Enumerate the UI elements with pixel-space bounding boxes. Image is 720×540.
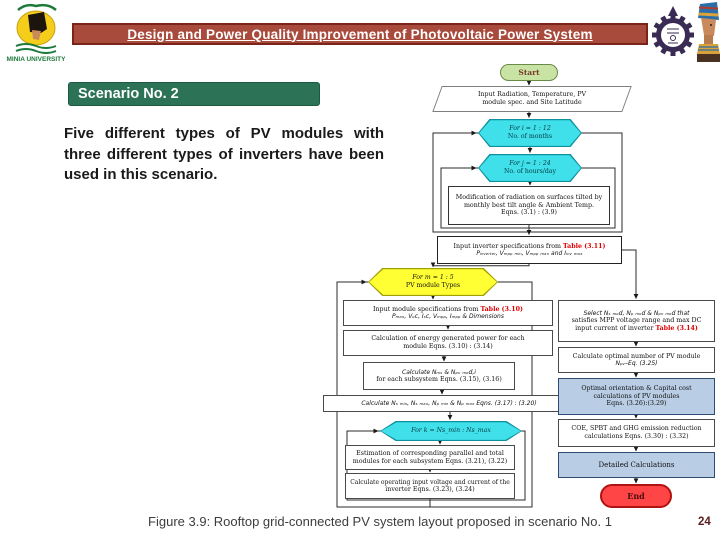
hexagon-fill	[369, 269, 497, 295]
formula-line: Select Nₛ ₘₒd, Nₚ ₘₒd & Nₚᵥ ₘₒd that	[583, 309, 690, 317]
neck	[704, 35, 713, 44]
text-line: satisfies MPP voltage range and max DC	[571, 317, 702, 325]
text-line: Eqns. (3.26):(3.29)	[606, 400, 667, 408]
text-line: Modification of radiation on surfaces ti…	[455, 194, 603, 202]
collar	[697, 44, 720, 54]
text-line: Eqns. (3.1) : (3.9)	[501, 209, 557, 217]
flowchart-node-end: End	[600, 484, 672, 508]
flowchart-node-calc-optimal: Calculate optimal number of PV module Nₚ…	[558, 347, 715, 373]
flowchart: Start Input Radiation, Temperature, PV m…	[320, 60, 720, 515]
flowchart-node-input-radiation: Input Radiation, Temperature, PV module …	[432, 86, 632, 112]
text-line: Optimal orientation & Capital cost	[581, 385, 692, 393]
formula-line: Calculate Nₛ ₘᵢₙ, Nₛ ₘₐₓ, Nₚ ₘᵢₙ & Nₚ ₘₐ…	[361, 399, 537, 407]
flowchart-loop-for-m: For m = 1 : 5 PV module Types	[368, 268, 498, 296]
text-line: Input Radiation, Temperature, PV	[477, 91, 587, 99]
text-line: input current of inverter Table (3.14)	[575, 325, 698, 333]
hexagon-fill	[479, 155, 581, 181]
text-line: For i = 1 : 12	[509, 125, 551, 133]
text-line: Estimation of corresponding parallel and…	[356, 449, 504, 457]
flowchart-node-calc-n: Calculate Nₘₛ & Nₚᵥ ₘₒd,i for each subsy…	[363, 362, 515, 390]
arabic-calligraphy	[17, 3, 57, 11]
text-line: For m = 1 : 5	[412, 274, 454, 282]
faculty-gear-logo-icon	[652, 6, 694, 56]
text-line: For j = 1 : 24	[509, 160, 551, 168]
text-line: modules for each subsystem Eqns. (3.21),…	[352, 457, 508, 465]
text-fragment: input current of inverter	[575, 324, 656, 332]
text-fragment: Input inverter specifications from	[453, 242, 564, 250]
flowchart-node-calc-operating: Calculate operating input voltage and cu…	[345, 473, 515, 499]
text-line: monthly best tilt angle & Ambient Temp.	[463, 201, 595, 209]
hexagon-fill	[381, 422, 521, 440]
flowchart-node-modification: Modification of radiation on surfaces ti…	[448, 186, 610, 225]
formula-line: Pᵢₙᵥₑᵣₜₑᵣ, Vₘₚₚ ₘᵢₙ, Vₘₚₚ ₘₐₓ and Iᵢₙᵥ ₘ…	[476, 250, 583, 258]
flowchart-node-estimation: Estimation of corresponding parallel and…	[345, 445, 515, 470]
title-bar: Design and Power Quality Improvement of …	[72, 23, 648, 45]
text-line: No. of months	[507, 133, 553, 140]
page-number: 24	[698, 516, 711, 528]
flowchart-loop-for-i: For i = 1 : 12 No. of months	[478, 119, 582, 147]
text-line: For k = Ns_min : Ns_max	[411, 427, 491, 435]
table-ref: Table (3.11)	[563, 242, 606, 250]
wave-line	[15, 43, 57, 49]
nefertiti-crown-silhouette	[28, 12, 47, 33]
flowchart-node-select-n: Select Nₛ ₘₒd, Nₚ ₘₒd & Nₚᵥ ₘₒd that sat…	[558, 300, 715, 342]
text-line: for each subsystem Eqns. (3.15), (3.16)	[376, 375, 502, 383]
face	[701, 18, 716, 36]
flowchart-node-detailed: Detailed Calculations	[558, 452, 715, 478]
text-line: Detailed Calculations	[598, 460, 675, 469]
gear-top-point	[668, 6, 678, 16]
flowchart-node-inverter-spec: Input inverter specifications from Table…	[437, 236, 622, 264]
nefertiti-bust-image	[694, 2, 720, 62]
node-label: End	[627, 491, 645, 501]
table-ref: Table (3.14)	[655, 324, 698, 332]
bust-base	[697, 54, 720, 62]
flowchart-node-calc-minmax: Calculate Nₛ ₘᵢₙ, Nₛ ₘₐₓ, Nₚ ₘᵢₙ & Nₚ ₘₐ…	[323, 395, 575, 412]
hieroglyph-marks	[667, 28, 679, 44]
text-line: Calculate operating input voltage and cu…	[350, 478, 510, 486]
flowchart-node-start: Start	[500, 64, 558, 81]
formula-line: Pₘₐₓ, Vₒc, Iₛc, Vₘₚₚ, Iₘₚₚ & Dimensions	[392, 313, 504, 321]
page-title: Design and Power Quality Improvement of …	[127, 26, 593, 42]
formula-line: Nₚᵥ–Eq. (3.25)	[615, 360, 658, 368]
text-line: Input inverter specifications from Table…	[454, 243, 606, 251]
scenario-badge: Scenario No. 2	[68, 82, 320, 106]
text-line: Calculate optimal number of PV module	[572, 352, 701, 360]
node-label: Start	[518, 68, 540, 77]
flowchart-node-optimal-orientation: Optimal orientation & Capital cost calcu…	[558, 378, 715, 415]
flowchart-node-calc-energy: Calculation of energy generated power fo…	[343, 330, 553, 356]
text-fragment: Input module specifications from	[373, 305, 481, 313]
flowchart-loop-for-j: For j = 1 : 24 No. of hours/day	[478, 154, 582, 182]
minia-university-logo: MINIA UNIVERSITY	[7, 3, 67, 63]
logo-caption: MINIA UNIVERSITY	[7, 56, 67, 63]
figure-caption: Figure 3.9: Rooftop grid-connected PV sy…	[148, 514, 612, 529]
crown	[698, 2, 719, 20]
text-line: module spec. and Site Latitude	[482, 99, 582, 106]
text-line: COE, SPBT and GHG emission reduction	[571, 425, 702, 433]
formula-line: Calculate Nₘₛ & Nₚᵥ ₘₒd,i	[402, 368, 476, 376]
wave-line	[15, 48, 57, 54]
text-line: PV module Types	[405, 282, 461, 289]
hexagon-fill	[479, 120, 581, 146]
text-line: calculations Eqns. (3.30) : (3.32)	[584, 433, 689, 440]
text-line: inverter Eqns. (3.23), (3.24)	[385, 485, 475, 493]
text-line: No. of hours/day	[503, 168, 556, 175]
flowchart-node-coe: COE, SPBT and GHG emission reduction cal…	[558, 419, 715, 447]
flowchart-node-module-spec: Input module specifications from Table (…	[343, 300, 553, 326]
nefertiti-face	[32, 30, 41, 40]
table-ref: Table (3.10)	[480, 305, 523, 313]
text-line: Calculation of energy generated power fo…	[371, 335, 525, 343]
body-paragraph: Five different types of PV modules with …	[64, 125, 384, 184]
flowchart-loop-for-k: For k = Ns_min : Ns_max	[380, 421, 522, 441]
text-line: Input module specifications from Table (…	[373, 306, 523, 314]
text-line: module Eqns. (3.10) : (3.14)	[403, 343, 493, 350]
text-line: calculations of PV modules	[593, 392, 680, 400]
